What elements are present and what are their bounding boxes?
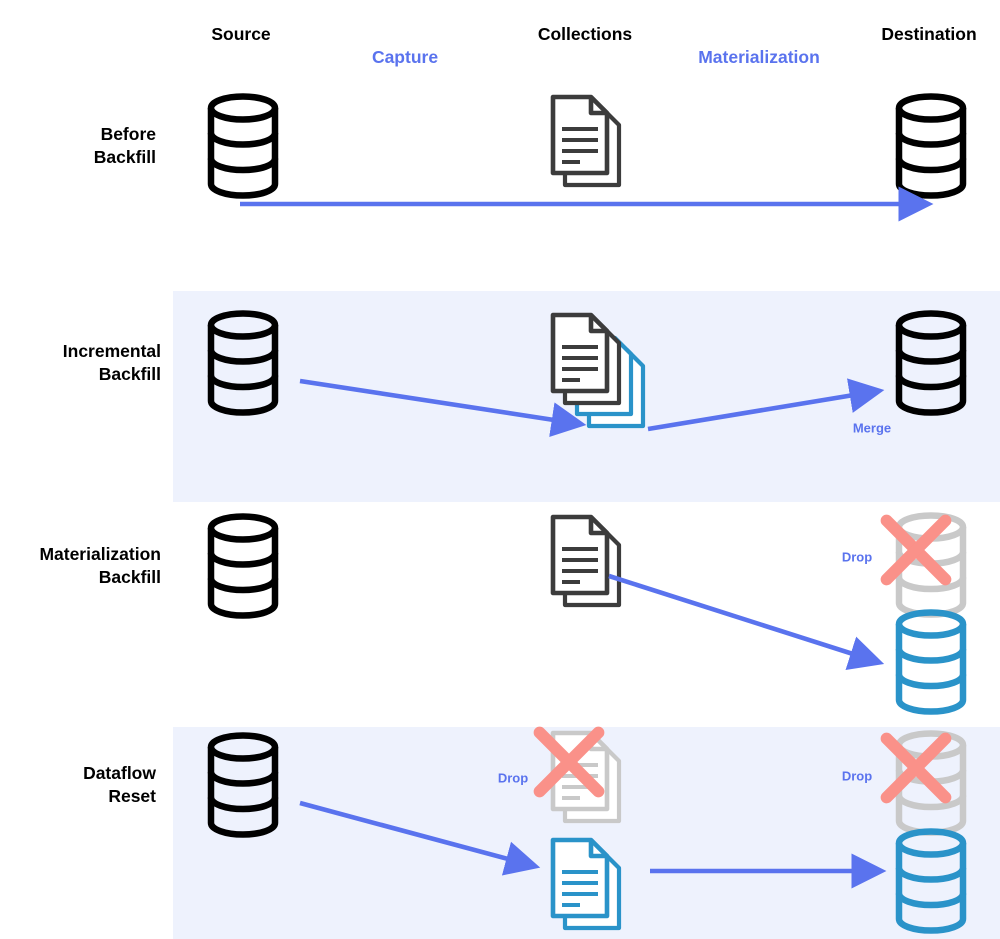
row-label-line2: Reset: [108, 786, 156, 806]
row-label-dataflow-reset: Dataflow Reset: [0, 762, 156, 808]
annotation-merge: Merge: [852, 420, 892, 436]
source-database-icon: [211, 517, 275, 616]
materialization-backfill-arrow: [608, 573, 885, 670]
collections-document-stack-icon: [553, 315, 646, 429]
row-label-line2: Backfill: [93, 147, 156, 167]
column-header-source: Source: [211, 24, 271, 44]
collections-document-icon: [553, 517, 619, 605]
row-incremental-backfill: [211, 314, 963, 437]
row-label-incremental-backfill: Incremental Backfill: [0, 340, 161, 386]
row-label-line2: Backfill: [98, 364, 161, 384]
annotation-drop-destination-materialization: Drop: [841, 549, 873, 565]
row-label-line2: Backfill: [98, 567, 161, 587]
capture-arrow-source-to-collections: [299, 800, 541, 876]
row-before-backfill: [211, 97, 963, 222]
annotation-drop-collection-dataflow: Drop: [497, 770, 529, 786]
destination-database-icon: [899, 97, 963, 196]
row-materialization-backfill: [211, 516, 963, 712]
column-header-capture: Capture: [371, 47, 439, 67]
column-header-materialization: Materialization: [698, 47, 820, 67]
source-database-icon: [211, 97, 275, 196]
cross-out-x-icon: [887, 521, 946, 580]
row-label-line1: Incremental: [62, 340, 161, 361]
column-header-collections: Collections: [537, 24, 633, 44]
capture-arrow-source-to-collections: [299, 378, 587, 437]
collections-document-icon: [553, 97, 619, 185]
row-label-line1: Before: [100, 123, 156, 144]
row-label-line1: Materialization: [39, 543, 161, 564]
row-dataflow-reset: [211, 733, 963, 931]
row-label-before-backfill: Before Backfill: [0, 123, 156, 169]
annotation-drop-destination-dataflow: Drop: [841, 768, 873, 784]
materialization-arrow-collections-to-destination: [647, 378, 885, 432]
collections-document-dropped-icon: [540, 733, 619, 821]
row-label-line1: Dataflow: [83, 762, 156, 783]
destination-database-dropped-icon: [887, 516, 963, 615]
row-label-materialization-backfill: Materialization Backfill: [0, 543, 161, 589]
destination-database-new-icon: [899, 613, 963, 712]
column-header-destination: Destination: [881, 24, 977, 44]
